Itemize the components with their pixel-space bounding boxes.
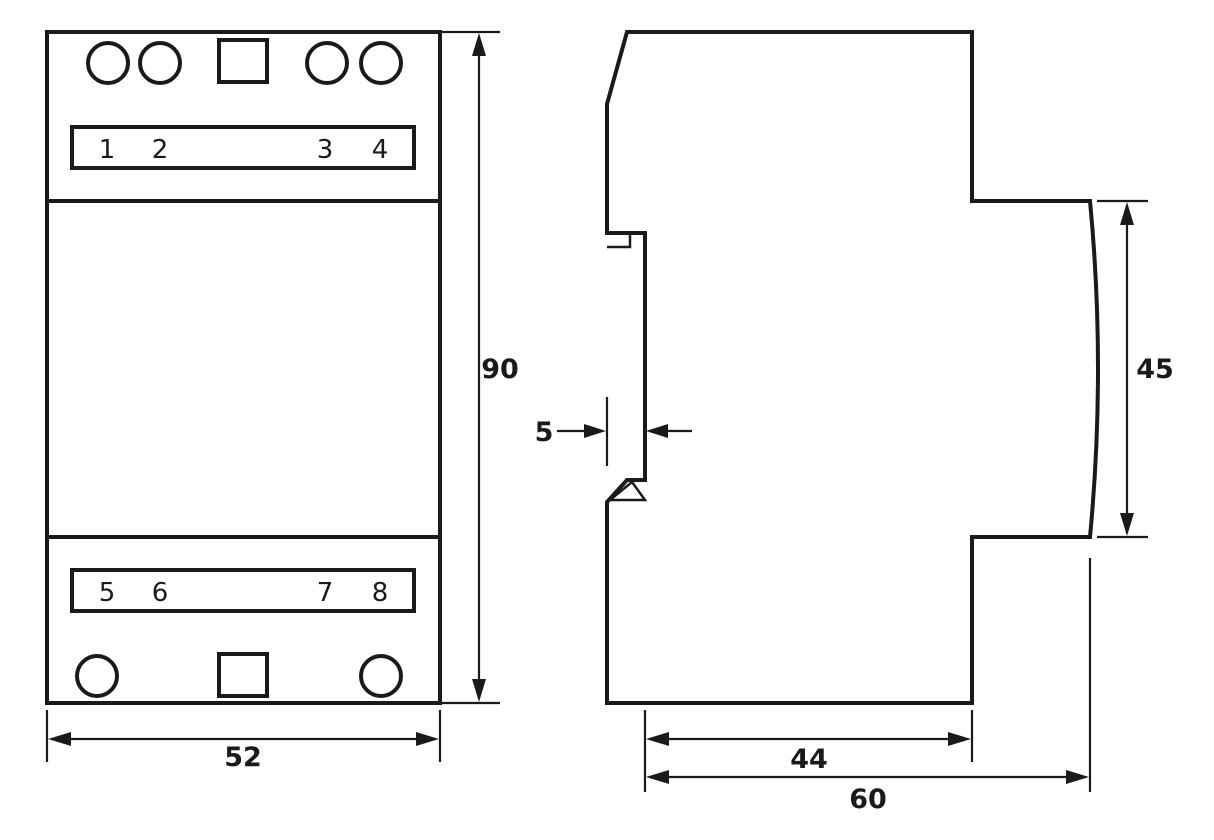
rail-gap-dimension: 5 [535,397,692,466]
top-terminal-strip [70,125,416,170]
total-depth-dimension: 60 [646,558,1092,815]
top-center-square [217,38,269,84]
width-dimension: 52 [45,710,442,773]
arrow-head-up [1120,202,1134,225]
top-screw-terminal-2 [138,41,182,85]
terminal-label-6: 6 [152,578,169,608]
terminal-label-3: 3 [317,135,334,165]
terminal-label-4: 4 [372,135,389,165]
total-depth-dimension-label: 60 [849,784,887,815]
terminal-label-1: 1 [99,135,116,165]
height-dimension: 90 [442,30,519,705]
front-view: 1 2 3 4 5 6 7 8 90 52 [45,30,519,773]
front-height-dimension-label: 45 [1136,354,1174,385]
arrow-head-down [1120,513,1134,536]
arrow-head-down [472,679,486,702]
front-height-dimension: 45 [1097,199,1174,539]
height-dimension-label: 90 [481,354,519,385]
terminal-label-8: 8 [372,578,389,608]
arrow-head-up [472,33,486,56]
arrow-head-right [584,424,606,438]
top-screw-terminal-3 [305,41,349,85]
arrow-head-left [48,732,71,746]
side-body-outline [605,30,1100,705]
arrow-head-left [646,424,668,438]
arrow-head-left [646,732,669,746]
top-screw-terminal-1 [86,41,130,85]
body-depth-dimension: 44 [643,710,974,792]
bottom-screw-terminal-left [75,654,119,698]
terminal-label-7: 7 [317,578,334,608]
body-depth-dimension-label: 44 [790,744,828,775]
arrow-head-left [646,770,669,784]
bottom-terminal-strip [70,568,416,613]
top-screw-terminal-4 [359,41,403,85]
terminal-label-2: 2 [152,135,169,165]
rail-clip-top [607,233,632,249]
arrow-head-right [948,732,971,746]
side-view: 5 45 44 60 [535,30,1174,815]
arrow-head-right [416,732,439,746]
bottom-center-square [217,652,269,698]
rail-clip-bottom [606,480,648,502]
arrow-head-right [1066,770,1089,784]
bottom-screw-terminal-right [359,654,403,698]
rail-gap-dimension-label: 5 [535,417,554,448]
front-body-outline [45,30,442,705]
width-dimension-label: 52 [224,742,262,773]
terminal-label-5: 5 [99,578,116,608]
